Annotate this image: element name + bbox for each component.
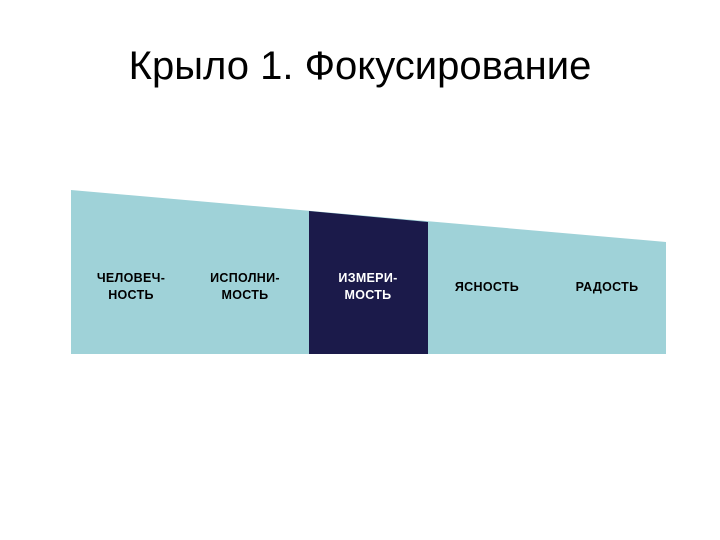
- slide-title: Крыло 1. Фокусирование: [128, 44, 592, 88]
- segment-label-humanity: ЧЕЛОВЕЧ- НОСТЬ: [96, 271, 166, 302]
- segment-label-measurability: ИЗМЕРИ- МОСТЬ: [338, 271, 398, 302]
- segment-label-executability: ИСПОЛНИ- МОСТЬ: [210, 271, 280, 302]
- highlight-block: [309, 211, 428, 354]
- segment-label-joy: РАДОСТЬ: [575, 280, 639, 294]
- segment-label-clarity: ЯСНОСТЬ: [454, 280, 520, 294]
